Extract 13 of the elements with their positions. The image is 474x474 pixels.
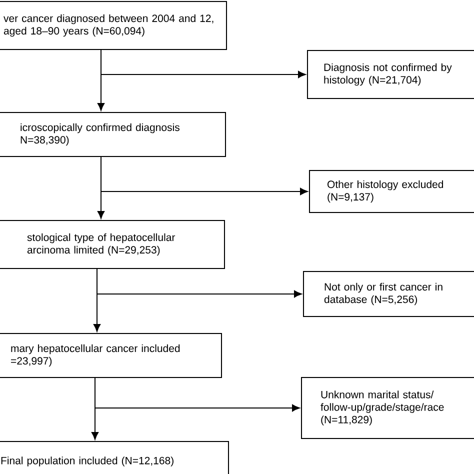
arrow — [100, 50, 306, 78]
arrow — [96, 268, 302, 298]
arrow — [100, 156, 308, 196]
process-box: Not only or first cancer in database (N=5,256) — [303, 271, 474, 317]
process-box: stological type of hepatocellular arcinoma limited (N=29,253) — [0, 220, 225, 269]
arrow — [94, 378, 300, 412]
process-box: Diagnosis not confirmed by histology (N=21,704) — [307, 50, 474, 99]
process-box: Unknown marital status/ follow-up/grade/stage/race (N=11,829) — [301, 377, 474, 439]
process-box: ver cancer diagnosed between 2004 and 12, aged 18–90 years (N=60,094) — [0, 1, 227, 50]
process-box: Other histology excluded (N=9,137) — [309, 170, 474, 213]
process-box: mary hepatocellular cancer included =23,997) — [0, 333, 222, 378]
process-box: icroscopically confirmed diagnosis N=38,390) — [0, 112, 226, 157]
process-box: Final population included (N=12,168) — [0, 441, 229, 474]
